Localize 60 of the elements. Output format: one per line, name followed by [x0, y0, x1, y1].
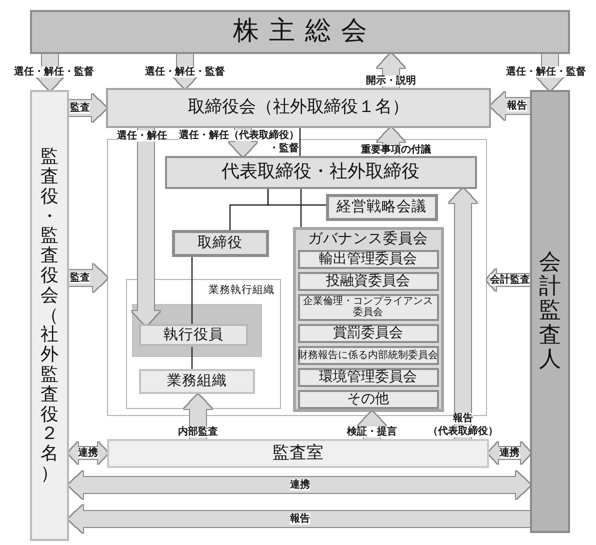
edge-label: 選任・解任 [117, 130, 167, 141]
edge-label: 選任・解任・監督 [14, 66, 94, 78]
meeting-box: 株主総会 [30, 10, 570, 54]
group-heading: 業務執行組織 [208, 284, 274, 296]
committee-box: その他 [298, 390, 438, 408]
committee-box: 環境管理委員会 [298, 368, 438, 386]
edge-label: 会計監査 [490, 274, 530, 286]
block-arrow [69, 471, 530, 499]
block-arrow [449, 189, 477, 439]
org-box: 代表取締役・社外取締役 [164, 156, 476, 188]
committee-box: 輸出管理委員会 [298, 250, 438, 268]
committee-box: 投融資委員会 [298, 272, 438, 290]
block-arrow [184, 395, 212, 439]
block-arrow [491, 92, 530, 120]
committee-box: 財務報告に係る内部統制委員会 [298, 346, 438, 364]
connector-line [300, 189, 302, 227]
org-box: 監査役・監査役会（社外監査役２名） [30, 90, 69, 541]
edge-label: 連携 [290, 480, 310, 490]
edge-label: 連携 [78, 448, 98, 458]
connector-line [191, 347, 193, 370]
shaded-panel [132, 304, 262, 357]
committee-panel [292, 226, 444, 412]
org-box: 経営戦略会議 [326, 194, 438, 220]
block-arrow [229, 128, 257, 156]
edge-label: 選任・解任・監督 [506, 66, 586, 78]
edge-label: 選任・解任・監督 [145, 66, 225, 78]
edge-label: 監査 [70, 272, 90, 284]
edge-label: 監査 [70, 102, 90, 114]
block-arrow [487, 269, 530, 291]
block-arrow [69, 505, 530, 533]
block-arrow [132, 128, 160, 325]
committee-box: 賞罰委員会 [298, 324, 438, 342]
block-arrow [69, 264, 107, 292]
edge-label: 重要事項の付議 [361, 144, 431, 155]
block-arrow [358, 412, 386, 439]
org-box: 業務組織 [139, 369, 255, 394]
block-arrow [36, 54, 64, 90]
block-arrow [377, 128, 405, 156]
block-arrow [536, 54, 564, 90]
group-frame [126, 278, 280, 408]
group-heading: ガバナンス委員会 [308, 230, 428, 248]
org-box: 監査室 [107, 439, 489, 468]
org-box: 取締役 [172, 230, 268, 256]
edge-label: 報告 [507, 100, 527, 112]
connector-line [191, 257, 193, 325]
block-arrow [69, 94, 106, 122]
edge-label: 検証・提言 [347, 426, 397, 437]
block-arrow [69, 442, 107, 464]
org-box: 取締役会（社外取締役１名） [106, 88, 491, 128]
edge-label: 開示・説明 [366, 76, 416, 86]
org-box: 執行役員 [139, 324, 248, 346]
edge-label: 報告 [290, 514, 310, 524]
connector-line [299, 128, 301, 156]
block-arrow [489, 442, 530, 464]
connector-line [267, 189, 326, 206]
edge-label: 連携 [500, 448, 520, 458]
edge-label: 内部監査 [178, 426, 218, 437]
block-arrow [377, 54, 405, 88]
org-box: 会計監査人 [530, 90, 570, 533]
committee-box: 企業倫理・コンプライアンス委員会 [298, 294, 438, 320]
